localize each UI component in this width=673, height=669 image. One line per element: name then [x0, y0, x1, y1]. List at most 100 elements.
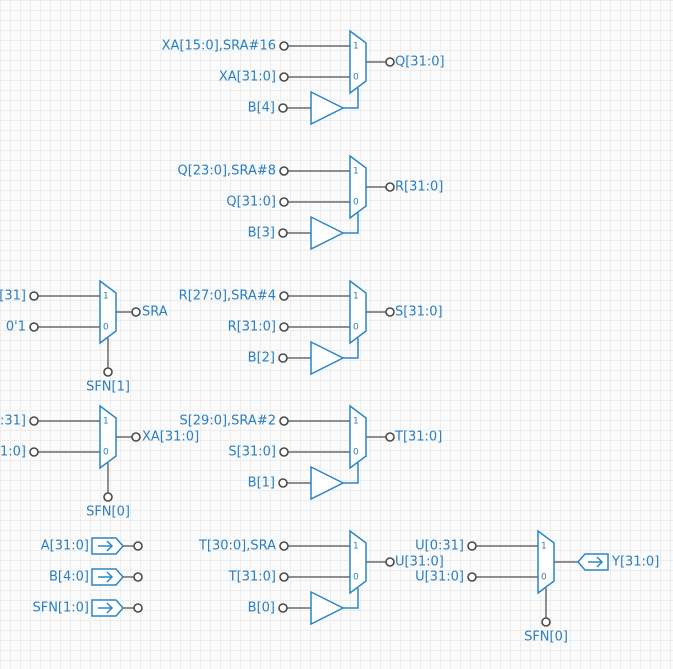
mux-pin-1: 1 [541, 542, 547, 552]
select-wire [343, 463, 359, 484]
mux-pin-1: 1 [353, 542, 359, 552]
mux-body [99, 279, 117, 345]
select-wire [343, 338, 359, 359]
mux-pin-0: 0 [103, 448, 109, 458]
buffer-label: B[1] [248, 476, 275, 491]
arrow-right-icon [596, 556, 604, 568]
mux-input-0-label: U[31:0] [415, 570, 464, 585]
buffer-triangle [310, 590, 345, 626]
mux-select-label: SFN[1] [86, 380, 130, 395]
input-pin-0 [467, 572, 477, 582]
mux-body [349, 404, 367, 470]
port-a: A[31:0] [41, 537, 143, 555]
select-wire [343, 213, 359, 234]
buffer-label: B[3] [248, 226, 275, 241]
input-pin-0 [279, 197, 289, 207]
buffer-label: B[0] [248, 601, 275, 616]
mux-pin-0: 0 [353, 198, 359, 208]
input-pin-1 [29, 416, 39, 426]
mux-s: R[27:0],SRA#4R[31:0] 1 0 S[31:0] B[2] [179, 279, 443, 376]
select-pin [103, 367, 113, 377]
mux-pin-0: 0 [353, 73, 359, 83]
mux-input-0-label: XA[31:0] [219, 70, 276, 85]
port-b: B[4:0] [49, 568, 143, 586]
mux-input-1-label: U[0:31] [415, 539, 464, 554]
mux-body [537, 529, 555, 595]
mux-input-1-label: R[27:0],SRA#4 [179, 289, 276, 304]
input-pin-0 [29, 322, 39, 332]
mux-input-1-label: S[29:0],SRA#2 [179, 414, 276, 429]
buffer-input-pin [278, 478, 288, 488]
mux-pin-0: 0 [353, 573, 359, 583]
mux-output-label: S[31:0] [395, 305, 443, 320]
arrow-right-icon [106, 602, 114, 614]
output-pin [385, 432, 395, 442]
output-pin [131, 307, 141, 317]
mux-t: S[29:0],SRA#2S[31:0]10T[31:0]B[1] [179, 404, 442, 501]
buffer-input-pin [278, 103, 288, 113]
mux-pin-1: 1 [353, 292, 359, 302]
port-label: Y[31:0] [611, 555, 659, 570]
port-pin [133, 541, 143, 551]
mux-pin-1: 1 [103, 292, 109, 302]
select-wire [343, 588, 359, 609]
buffer-triangle [310, 215, 345, 251]
buffer-label: B[4] [248, 101, 275, 116]
input-pin-0 [29, 447, 39, 457]
mux-pin-1: 1 [103, 417, 109, 427]
arrow-right-icon [106, 571, 114, 583]
mux-r: Q[23:0],SRA#8Q[31:0]10R[31:0]B[3] [177, 154, 443, 251]
mux-pin-0: 0 [103, 323, 109, 333]
input-pin-1 [279, 166, 289, 176]
mux-select-label: SFN[0] [86, 505, 130, 520]
input-pin-0 [279, 447, 289, 457]
mux-input-1-label: A[0:31] [0, 414, 26, 429]
mux-pin-0: 0 [541, 573, 547, 583]
buffer-label: B[2] [248, 351, 275, 366]
buffer-input-pin [278, 353, 288, 363]
mux-body [349, 529, 367, 595]
mux-select-label: SFN[0] [524, 630, 568, 645]
port-pin [133, 572, 143, 582]
port-sfn: SFN[1:0] [32, 599, 143, 617]
mux-pin-0: 0 [353, 448, 359, 458]
input-pin-1 [279, 41, 289, 51]
port-pin [133, 603, 143, 613]
mux-input-0-label: R[31:0] [228, 320, 276, 335]
mux-body [99, 404, 117, 470]
mux-output-label: R[31:0] [395, 180, 443, 195]
arrow-right-icon [106, 540, 114, 552]
select-pin [541, 617, 551, 627]
input-pin-0 [279, 322, 289, 332]
port-label: A[31:0] [41, 539, 89, 554]
mux-output-label: U[31:0] [395, 555, 444, 570]
input-pin-1 [279, 291, 289, 301]
output-pin [385, 57, 395, 67]
mux-input-0-label: 0'1 [6, 320, 26, 335]
mux-input-1-label: Q[23:0],SRA#8 [177, 164, 276, 179]
port-label: B[4:0] [49, 570, 89, 585]
buffer-triangle [310, 90, 345, 126]
buffer-input-pin [278, 228, 288, 238]
mux-pin-1: 1 [353, 42, 359, 52]
mux-pin-0: 0 [353, 323, 359, 333]
mux-input-1-label: A[31] [0, 289, 26, 304]
buffer-input-pin [278, 603, 288, 613]
input-pin-1 [467, 541, 477, 551]
mux-input-0-label: S[31:0] [228, 445, 276, 460]
select-wire [343, 88, 359, 109]
port-y: Y[31:0] [577, 553, 659, 571]
mux-pin-1: 1 [353, 417, 359, 427]
mux-body [349, 279, 367, 345]
mux-body [349, 29, 367, 95]
mux-input-1-label: T[30:0],SRA [198, 539, 276, 554]
output-pin [385, 557, 395, 567]
output-pin [385, 307, 395, 317]
select-pin [103, 492, 113, 502]
buffer-triangle [310, 340, 345, 376]
input-pin-1 [279, 541, 289, 551]
mux-input-0-label: T[31:0] [228, 570, 276, 585]
